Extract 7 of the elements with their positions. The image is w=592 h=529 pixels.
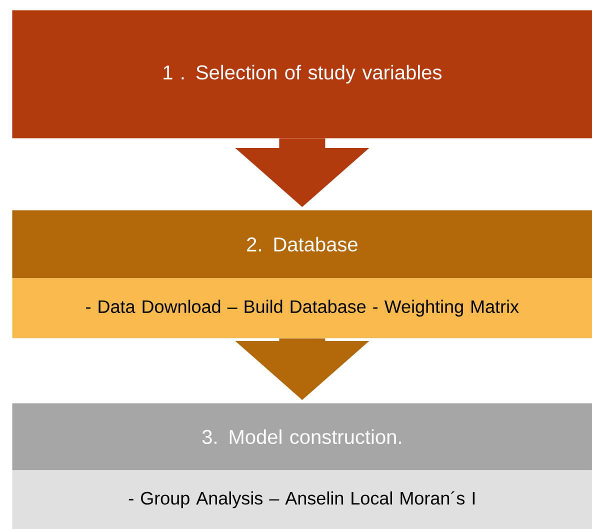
detail-band: - Group Analysis – Anselin Local Moran´s I <box>12 470 592 529</box>
detail-band: - Data Download – Build Database - Weighting Matrix <box>12 278 592 338</box>
step-box: 3. Model construction. <box>12 403 592 470</box>
block-arrow <box>235 138 370 207</box>
step-box: 2. Database <box>12 210 592 278</box>
step-box: 1 . Selection of study variables <box>12 10 592 138</box>
block-arrow <box>235 338 370 400</box>
